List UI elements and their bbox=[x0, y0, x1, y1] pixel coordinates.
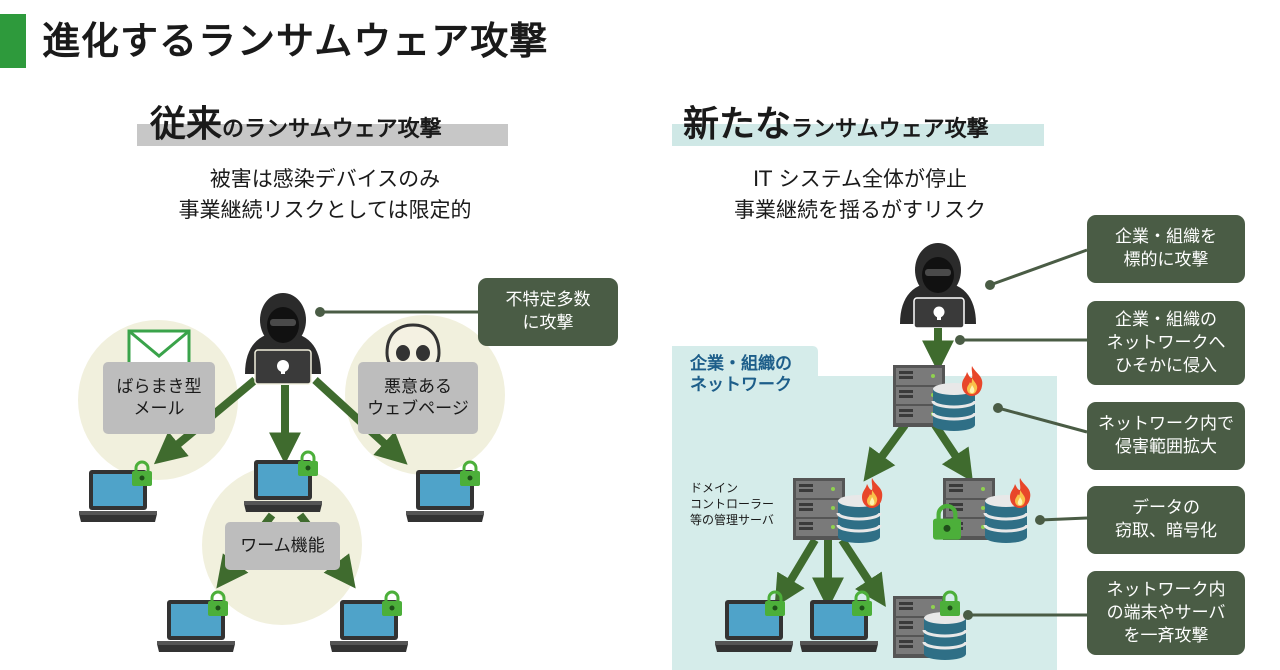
right-arrows bbox=[774, 328, 973, 610]
right-callout-3-line1: ネットワーク内で bbox=[1098, 414, 1234, 434]
right-heading-big: 新たな bbox=[683, 104, 792, 145]
right-callout-3-line2: 侵害範囲拡大 bbox=[1115, 437, 1217, 457]
worm-box: ワーム機能 bbox=[225, 522, 340, 570]
right-callout-4: データの 窃取、暗号化 bbox=[1087, 486, 1245, 554]
left-callout: 不特定多数 に攻撃 bbox=[478, 278, 618, 346]
server-label-line2: コントローラー bbox=[690, 497, 775, 511]
left-callout-line2: に攻撃 bbox=[522, 313, 574, 333]
right-heading-small: ランサムウェア攻撃 bbox=[791, 117, 989, 142]
right-callout-2: 企業・組織の ネットワークへ ひそかに侵入 bbox=[1087, 301, 1245, 385]
server-label-line1: ドメイン bbox=[690, 481, 739, 495]
mail-box: ばらまき型 メール bbox=[103, 362, 215, 434]
left-callout-line1: 不特定多数 bbox=[505, 290, 591, 310]
lock-icon bbox=[206, 590, 230, 618]
left-heading-band bbox=[137, 124, 508, 146]
web-box: 悪意ある ウェブページ bbox=[358, 362, 478, 434]
right-callout-2-line1: 企業・組織の bbox=[1115, 309, 1217, 330]
hacker-icon bbox=[900, 243, 976, 329]
right-subtitle: IT システム全体が停止 事業継続を揺るがすリスク bbox=[655, 164, 1065, 226]
right-callout-2-line3: ひそかに侵入 bbox=[1115, 355, 1217, 376]
right-heading-band bbox=[672, 124, 1044, 146]
left-subtitle-line2: 事業継続リスクとしては限定的 bbox=[178, 198, 472, 222]
page-title: 進化するランサムウェア攻撃 bbox=[42, 19, 549, 63]
left-heading-big: 従来 bbox=[150, 104, 223, 145]
right-callout-1: 企業・組織を 標的に攻撃 bbox=[1087, 215, 1245, 283]
web-label-line2: ウェブページ bbox=[367, 399, 469, 419]
server-label: ドメイン コントローラー 等の管理サーバ bbox=[690, 480, 774, 528]
right-callout-5: ネットワーク内 の端末やサーバ を一斉攻撃 bbox=[1087, 571, 1245, 655]
left-subtitle-line1: 被害は感染デバイスのみ bbox=[209, 167, 441, 191]
right-callout-5-line1: ネットワーク内 bbox=[1106, 579, 1226, 600]
right-callout-3: ネットワーク内で 侵害範囲拡大 bbox=[1087, 402, 1245, 470]
database-icon bbox=[922, 610, 968, 662]
right-subtitle-line2: 事業継続を揺るがすリスク bbox=[734, 198, 986, 222]
network-label-line2: ネットワーク bbox=[690, 375, 792, 395]
right-callout-lines bbox=[960, 248, 1088, 617]
fire-icon bbox=[962, 366, 983, 396]
network-label-line1: 企業・組織の bbox=[690, 354, 792, 374]
right-heading: 新たなランサムウェア攻撃 bbox=[683, 95, 989, 147]
web-label-line1: 悪意ある bbox=[384, 377, 452, 397]
title-accent-bar bbox=[0, 14, 26, 68]
right-callout-4-line1: データの bbox=[1132, 498, 1200, 518]
lock-icon bbox=[458, 460, 482, 488]
right-callout-1-line1: 企業・組織を bbox=[1115, 227, 1217, 247]
left-subtitle: 被害は感染デバイスのみ 事業継続リスクとしては限定的 bbox=[120, 164, 530, 226]
server-icon bbox=[793, 478, 845, 540]
left-heading: 従来のランサムウェア攻撃 bbox=[150, 95, 442, 147]
hacker-icon bbox=[245, 293, 321, 385]
right-subtitle-line1: IT システム全体が停止 bbox=[752, 167, 968, 191]
left-heading-small: のランサムウェア攻撃 bbox=[222, 117, 442, 142]
right-callout-2-line2: ネットワークへ bbox=[1106, 332, 1226, 353]
lock-icon bbox=[296, 450, 320, 478]
right-callout-4-line2: 窃取、暗号化 bbox=[1115, 521, 1217, 541]
right-callout-1-line2: 標的に攻撃 bbox=[1123, 250, 1209, 270]
server-label-line3: 等の管理サーバ bbox=[690, 513, 774, 527]
lock-icon bbox=[380, 590, 404, 618]
network-label: 企業・組織の ネットワーク bbox=[690, 354, 792, 396]
mail-label-line2: メール bbox=[133, 399, 185, 419]
worm-label: ワーム機能 bbox=[240, 536, 325, 556]
right-callout-5-line3: を一斉攻撃 bbox=[1123, 625, 1209, 646]
right-callout-5-line2: の端末やサーバ bbox=[1106, 602, 1226, 623]
mail-label-line1: ばらまき型 bbox=[116, 377, 202, 397]
